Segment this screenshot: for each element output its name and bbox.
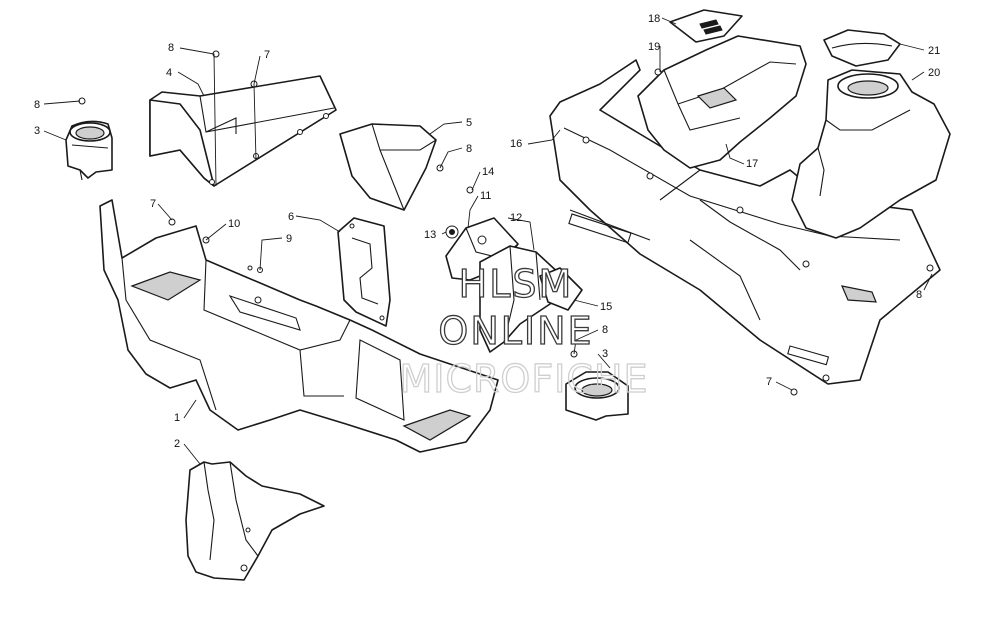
callout-14: 14 <box>482 166 494 178</box>
watermark: HLSM ONLINE MICROFICHE <box>399 261 648 401</box>
callout-labels: 8 7 4 8 3 5 8 7 10 6 9 14 11 13 12 15 8 … <box>34 13 940 450</box>
part-4-tunnel-cover <box>149 75 337 187</box>
part-5-storage-bin <box>339 123 437 211</box>
part-21-cap <box>823 29 901 67</box>
leader-lines <box>43 17 933 465</box>
callout-1: 1 <box>174 412 180 424</box>
watermark-line-1: HLSM <box>459 262 574 306</box>
callout-15: 15 <box>600 301 612 313</box>
callout-13: 13 <box>424 229 436 241</box>
callout-8: 8 <box>34 99 40 111</box>
callout-21: 21 <box>928 45 940 57</box>
part-12-console-plate <box>479 245 563 353</box>
part-6-gasket-plate <box>337 217 391 327</box>
callout-7: 7 <box>150 198 156 210</box>
callout-7: 7 <box>766 376 772 388</box>
callout-4: 4 <box>166 67 172 79</box>
part-20-tank <box>791 69 951 239</box>
part-18-lid <box>669 9 743 43</box>
callout-8: 8 <box>466 143 472 155</box>
callout-9: 9 <box>286 233 292 245</box>
callout-12: 12 <box>510 212 522 224</box>
part-17-storage-tray <box>637 35 807 169</box>
callout-8: 8 <box>168 42 174 54</box>
callout-7: 7 <box>264 49 270 61</box>
watermark-line-2: ONLINE <box>438 309 593 353</box>
part-1-floor-pan <box>99 199 499 453</box>
callout-5: 5 <box>466 117 472 129</box>
callout-8: 8 <box>916 289 922 301</box>
callout-17: 17 <box>746 158 758 170</box>
callout-18: 18 <box>648 13 660 25</box>
callout-10: 10 <box>228 218 240 230</box>
callout-6: 6 <box>288 211 294 223</box>
callout-3: 3 <box>602 348 608 360</box>
callout-19: 19 <box>648 41 660 53</box>
callout-8: 8 <box>602 324 608 336</box>
callout-3: 3 <box>34 125 40 137</box>
callout-2: 2 <box>174 438 180 450</box>
callout-11: 11 <box>480 190 491 202</box>
part-13-grommet <box>445 225 459 239</box>
callout-16: 16 <box>510 138 522 150</box>
watermark-line-3: MICROFICHE <box>399 357 648 401</box>
part-3-cup-holder-right <box>565 371 629 421</box>
part-2-side-panel <box>185 461 325 581</box>
callout-20: 20 <box>928 67 940 79</box>
part-3-cup-holder-left <box>65 120 113 181</box>
